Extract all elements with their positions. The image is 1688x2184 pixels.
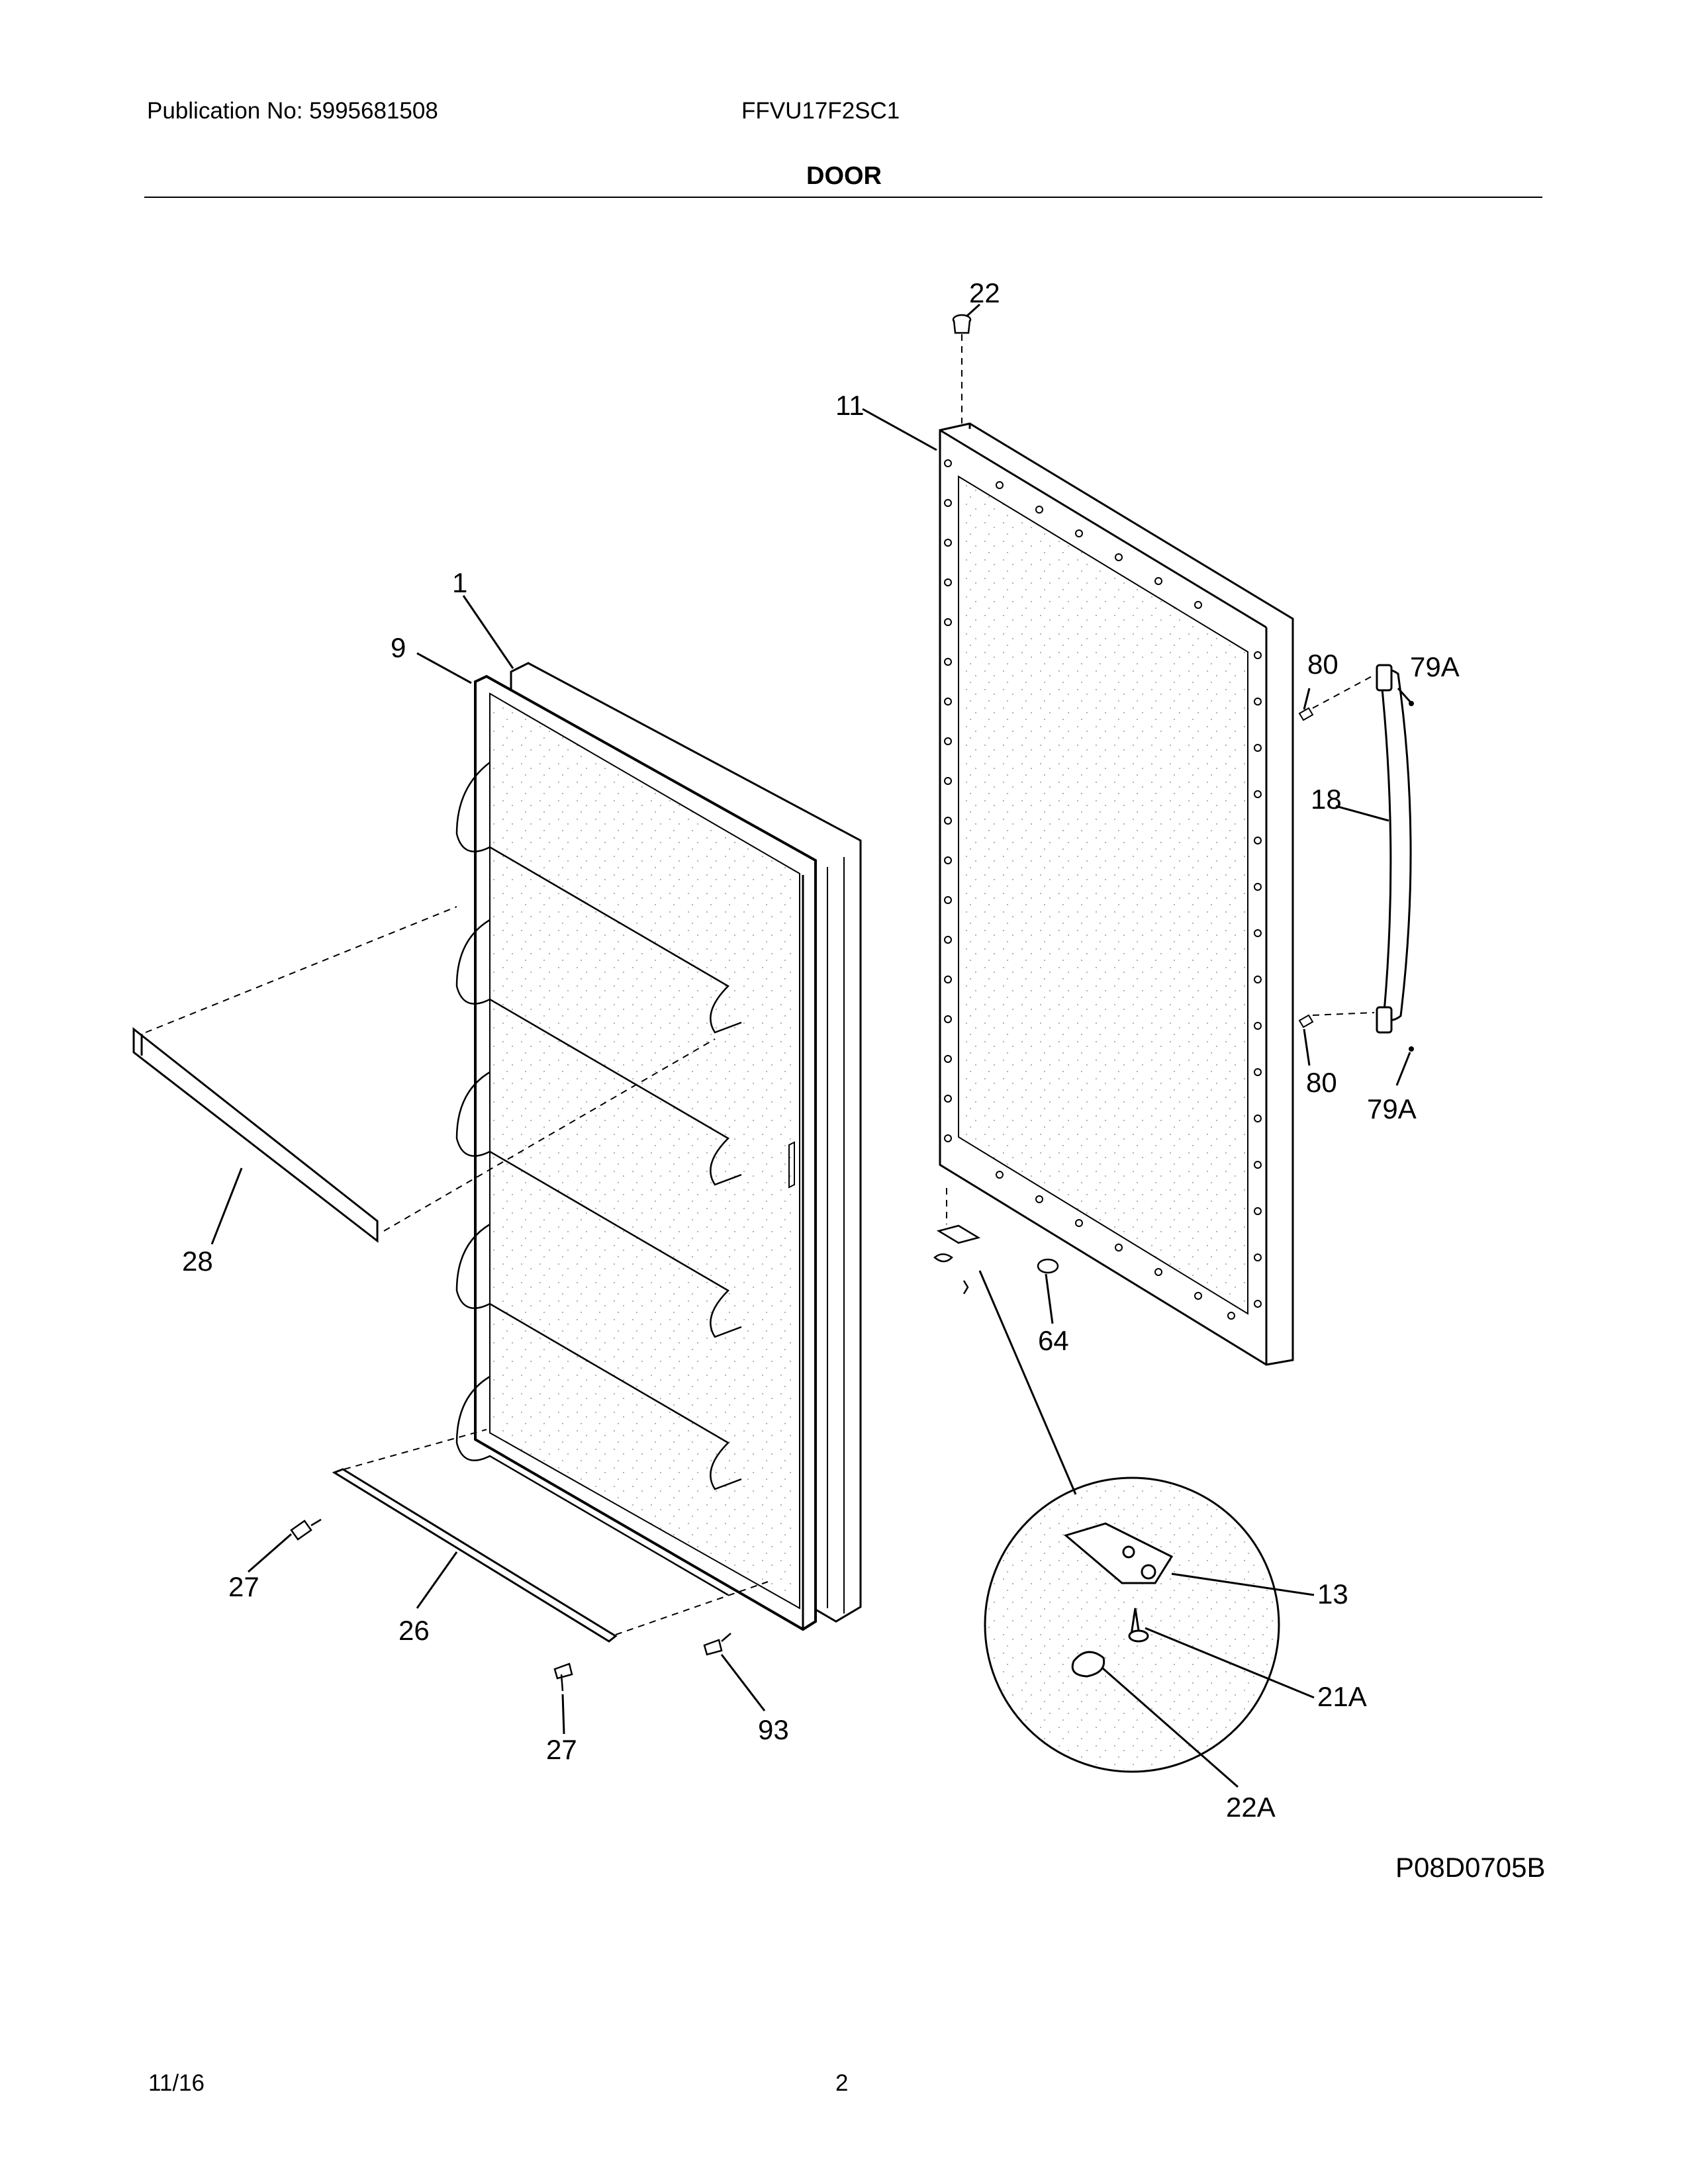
handle-screws [1298, 674, 1414, 1052]
callout-13: 13 [1317, 1578, 1348, 1610]
callout-80-bottom: 80 [1306, 1067, 1337, 1098]
bottom-hinge-parts [933, 1188, 1059, 1295]
callout-18: 18 [1311, 784, 1342, 815]
door-handle [1376, 664, 1412, 1034]
top-hinge-pin [952, 314, 972, 424]
page-number: 2 [835, 2070, 849, 2096]
outer-door-panel [939, 422, 1294, 1366]
callout-11: 11 [835, 390, 865, 421]
callout-79a-bottom: 79A [1367, 1093, 1417, 1124]
section-title: DOOR [806, 162, 882, 190]
callout-1: 1 [452, 567, 467, 598]
door-liner-assembly [455, 662, 862, 1631]
callout-21a: 21A [1317, 1681, 1367, 1712]
door-perimeter-holes [944, 459, 1262, 1320]
callout-28: 28 [182, 1246, 213, 1277]
drawing-code: P08D0705B [1395, 1852, 1546, 1883]
shelf-bar-28 [132, 906, 716, 1244]
callout-93: 93 [758, 1714, 789, 1745]
callout-27-bottom: 27 [546, 1734, 577, 1765]
callout-9: 9 [391, 632, 406, 663]
bottom-bar-26 [332, 1429, 769, 1643]
callout-22a: 22A [1226, 1792, 1276, 1823]
model-number: FFVU17F2SC1 [741, 98, 900, 124]
callout-27-left: 27 [228, 1571, 259, 1602]
header-rule [144, 197, 1542, 198]
callout-22: 22 [969, 277, 1000, 308]
callout-64: 64 [1038, 1325, 1069, 1356]
hinge-detail-circle [984, 1477, 1280, 1773]
plug-fasteners [290, 1518, 731, 1692]
callout-79a-top: 79A [1410, 651, 1460, 682]
footer-date: 11/16 [148, 2070, 205, 2096]
callout-26: 26 [399, 1615, 430, 1646]
leader-lines [211, 303, 1411, 1788]
callout-80-top: 80 [1307, 649, 1338, 680]
publication-number: Publication No: 5995681508 [147, 98, 438, 124]
